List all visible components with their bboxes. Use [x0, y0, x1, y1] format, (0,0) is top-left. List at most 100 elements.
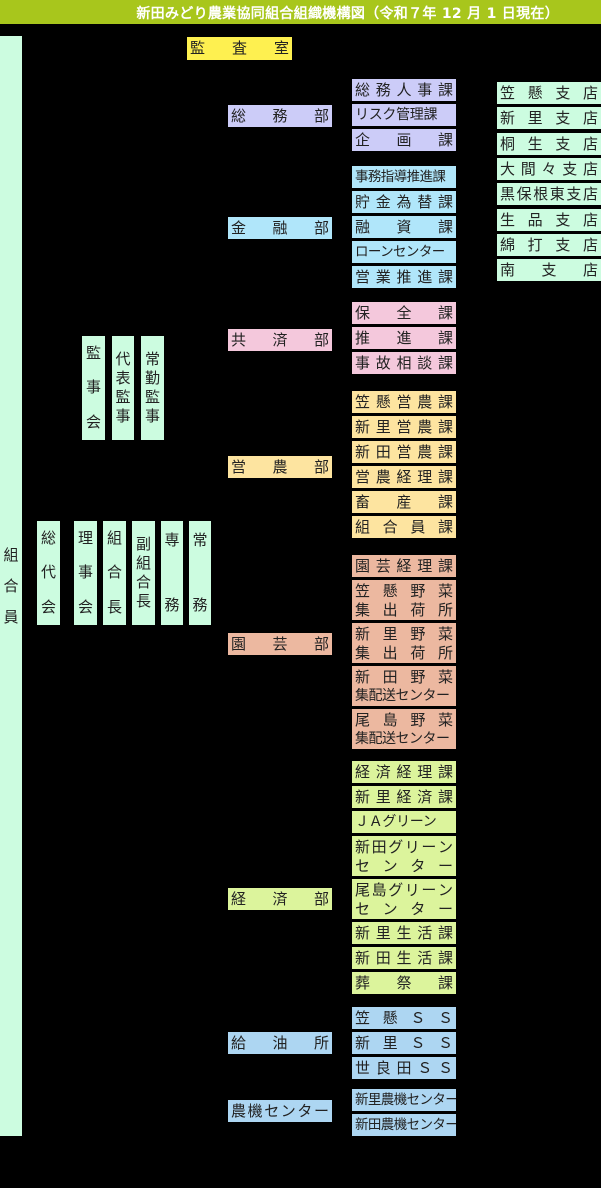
section-label: 営農経理課	[355, 468, 453, 486]
audit-office-label: 監査室	[190, 39, 289, 57]
section-label: 新里農機センター	[355, 1092, 456, 1108]
section-label-line: 新田野菜	[355, 668, 453, 686]
page-title: 新田みどり農業協同組合組織機構図（令和７年 12 月 1 日現在）	[136, 6, 559, 22]
branch-label: 南支店	[500, 261, 598, 280]
section-box: 新田野菜集配送センター	[352, 666, 456, 706]
section-label: 畜産課	[355, 493, 453, 511]
branch-label: 生品支店	[500, 210, 598, 229]
section-box: 総務人事課	[352, 79, 456, 101]
section-box: 新里野菜集出荷所	[352, 623, 456, 663]
department-box: 経済部	[228, 888, 332, 910]
section-label: 新田農機センター	[355, 1117, 456, 1133]
section-label: 貯金為替課	[355, 193, 453, 211]
branch-box: 大間々支店	[497, 157, 601, 180]
branch-box: 笠懸支店	[497, 82, 601, 104]
section-box: リスク管理課	[352, 104, 456, 126]
department-box: 総務部	[228, 105, 332, 127]
section-box: 推進課	[352, 327, 456, 349]
department-box: 共済部	[228, 329, 332, 351]
section-label: 新里営農課	[355, 418, 453, 436]
section-box: 営業推進課	[352, 266, 456, 288]
audit-board-box: 監事会	[82, 336, 105, 440]
section-label: 葬祭課	[355, 974, 453, 992]
section-box: 組合員課	[352, 516, 456, 538]
senior-director-box: 専務	[161, 521, 183, 625]
section-label-line: 集出荷所	[355, 644, 453, 662]
section-label: 新田生活課	[355, 949, 453, 967]
section-label-line: 尾島野菜	[355, 711, 453, 729]
department-box: 農機センター	[228, 1100, 332, 1122]
section-box: 融資課	[352, 216, 456, 238]
section-box: 企画課	[352, 129, 456, 151]
department-label: 共済部	[231, 331, 329, 349]
department-label: 金融部	[231, 219, 329, 237]
branch-label: 大間々支店	[500, 159, 598, 178]
section-label: 新田営農課	[355, 443, 453, 461]
members-box: 組合員	[0, 36, 22, 1136]
section-box: 事故相談課	[352, 352, 456, 374]
section-box: 尾島野菜集配送センター	[352, 709, 456, 749]
section-box: 経済経理課	[352, 761, 456, 783]
branch-box: 桐生支店	[497, 132, 601, 155]
branch-label: 新里支店	[500, 109, 598, 128]
section-box: 新里生活課	[352, 922, 456, 944]
section-box: 新里営農課	[352, 416, 456, 438]
branch-label: 綿打支店	[500, 235, 598, 254]
department-box: 営農部	[228, 456, 332, 478]
section-box: 新田営農課	[352, 441, 456, 463]
section-box: 営農経理課	[352, 466, 456, 488]
fulltime-auditor-box: 常勤監事	[141, 336, 164, 440]
president-box: 組合長	[103, 521, 126, 625]
header-bar: 新田みどり農業協同組合組織機構図（令和７年 12 月 1 日現在）	[0, 0, 601, 24]
branch-box: 新里支店	[497, 107, 601, 130]
section-box: 事務指導推進課	[352, 166, 456, 188]
section-box: ローンセンター	[352, 241, 456, 263]
branch-box: 生品支店	[497, 208, 601, 231]
department-label: 給油所	[231, 1034, 329, 1052]
section-label: ＪＡグリーン	[355, 814, 437, 830]
section-label-line: 集配送センター	[355, 688, 450, 704]
section-label: 経済経理課	[355, 763, 453, 781]
section-box: 新田生活課	[352, 947, 456, 969]
section-label: 総務人事課	[355, 81, 453, 99]
managing-director-box: 常務	[189, 521, 211, 625]
section-label-line: 新田グリーン	[355, 838, 453, 856]
section-box: 園芸経理課	[352, 555, 456, 577]
members-label: 組合員	[3, 545, 19, 626]
section-label: 園芸経理課	[355, 557, 453, 575]
section-label-line: 新里野菜	[355, 625, 453, 643]
section-label-line: 笠懸野菜	[355, 582, 453, 600]
department-box: 給油所	[228, 1032, 332, 1054]
section-box: 保全課	[352, 302, 456, 324]
branch-box: 黒保根東支店	[497, 183, 601, 206]
branch-label: 桐生支店	[500, 134, 598, 153]
branch-label: 笠懸支店	[500, 84, 598, 102]
section-box: 新田グリーンセンター	[352, 836, 456, 876]
section-label: リスク管理課	[355, 107, 438, 123]
general-assembly-box: 総代会	[37, 521, 60, 625]
section-label: 推進課	[355, 329, 453, 347]
department-box: 金融部	[228, 217, 332, 239]
branch-box: 綿打支店	[497, 233, 601, 256]
section-label-line: 集配送センター	[355, 731, 450, 747]
section-box: 新里経済課	[352, 786, 456, 808]
section-label: 新里生活課	[355, 924, 453, 942]
section-box: 畜産課	[352, 491, 456, 513]
section-label: 事故相談課	[355, 354, 453, 372]
section-box: 尾島グリーンセンター	[352, 879, 456, 919]
department-label: 農機センター	[231, 1102, 329, 1120]
board-box: 理事会	[74, 521, 97, 625]
department-label: 園芸部	[231, 635, 329, 653]
section-label: ローンセンター	[355, 244, 445, 260]
branch-box: 南支店	[497, 259, 601, 282]
section-box: 笠懸野菜集出荷所	[352, 580, 456, 620]
section-box: 新田農機センター	[352, 1114, 456, 1136]
section-label-line: 集出荷所	[355, 601, 453, 619]
section-label-line: センター	[355, 900, 453, 918]
